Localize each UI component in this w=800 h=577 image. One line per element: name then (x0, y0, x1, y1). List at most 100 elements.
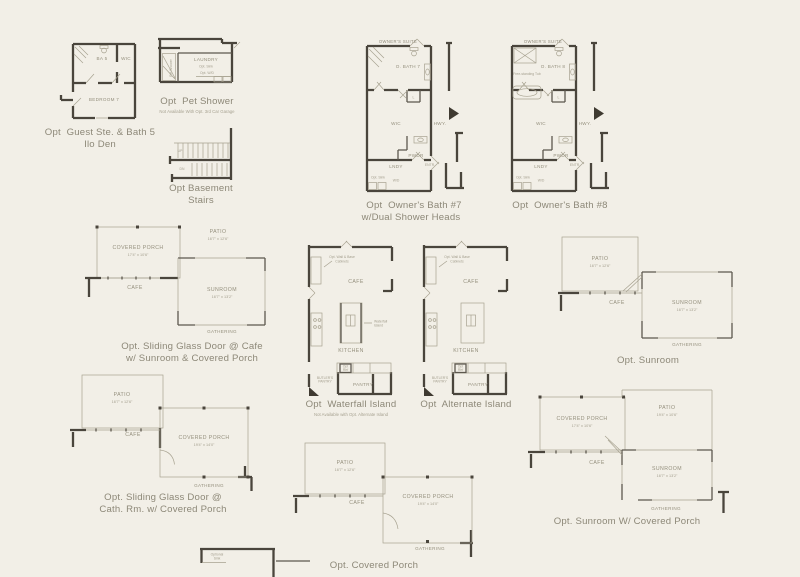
covered-porch-dims: 17'4" x 10'6" (572, 424, 593, 428)
cooktop-burner (428, 325, 432, 329)
room-label-gathering: GATHERING (207, 329, 237, 334)
opt-sink-label: Opt. Sink (371, 176, 385, 180)
room-label-ba5: BA 5 (97, 56, 108, 61)
alternate-walls (422, 245, 509, 396)
pet-walls (158, 37, 237, 84)
tub-label: Free-standing Tub (513, 72, 541, 76)
room-label-bedroom7: BEDROOM 7 (89, 97, 119, 102)
sunroom-dims: 16'7" x 13'2" (677, 308, 698, 312)
porch-post (470, 475, 474, 479)
sliding-door-ticks (589, 291, 636, 295)
patio-dims: 16'7" x 12'6" (590, 264, 611, 268)
plan-owners-bath-8: OWNER'S SUITE O. BATH 8 Free-standing Tu… (510, 38, 609, 211)
plan-guest-suite: BA 5 WIC BEDROOM 7 Opt Guest Ste. & Bath… (45, 42, 155, 150)
room-label-laundry: LAUNDRY (194, 57, 218, 62)
room-label-sunroom: SUNROOM (672, 300, 702, 306)
pet-note: Not Available With Opt. 3rd Car Garage (159, 109, 235, 114)
room-label-gathering: GATHERING (672, 342, 702, 347)
room-label-wic: WIC (121, 56, 131, 61)
cafe-walls (85, 276, 178, 297)
room-label-pantry: PANTRY (468, 382, 488, 387)
dryer-icon (377, 182, 387, 190)
butlers-label-2: PANTRY (433, 380, 447, 384)
sunroom-windows (177, 257, 266, 326)
guest-caption-2: Ilo Den (84, 139, 116, 150)
tub-basin (516, 88, 538, 97)
patio-dims: 19'4" x 10'6" (657, 413, 678, 417)
porch-post (202, 406, 206, 410)
room-label-entr: ENTR. (570, 163, 580, 167)
room-label-gathering: GATHERING (194, 483, 224, 488)
stairs-caption-2: Stairs (188, 195, 214, 206)
room-label-kitchen: KITCHEN (338, 348, 364, 354)
stairs-caption-1: Opt Basement (169, 183, 233, 194)
sliding-door-ticks (95, 428, 142, 432)
alternate-leaders (423, 240, 468, 300)
room-label-sunroom: SUNROOM (652, 466, 682, 472)
room-label-wic: WIC (536, 121, 546, 126)
plan-sunroom-covered-porch: COVERED PORCH 17'4" x 10'6" PATIO 19'4" … (528, 389, 729, 527)
opt-sink-label: Opt. Sink (199, 65, 213, 69)
room-label-patio: PATIO (210, 229, 227, 235)
guest-caption-1: Opt Guest Ste. & Bath 5 (45, 127, 155, 138)
toilet-icon (101, 47, 107, 54)
counter-dividers (352, 363, 371, 373)
cooktop-burner (432, 318, 437, 322)
vanity-counter (569, 63, 576, 81)
room-label-covered-porch: COVERED PORCH (178, 435, 229, 441)
alternate-wedge (424, 387, 434, 396)
plan-sliding-door-cath: PATIO 16'7" x 12'6" CAFE COVERED PORCH 1… (70, 374, 253, 515)
sunroom-porch-caption: Opt. Sunroom W/ Covered Porch (554, 516, 701, 527)
room-label-covered-porch: COVERED PORCH (112, 245, 163, 251)
room-label-pwdr: PWDR (553, 153, 569, 158)
stairs-up-label: UP (178, 149, 183, 153)
pet-shower-stall (162, 53, 176, 81)
room-label-cafe: CAFE (127, 285, 143, 291)
cabinets-note-2: Cabinets (335, 260, 349, 264)
cabinets-lower (310, 312, 323, 347)
cooktop-burner (432, 325, 437, 329)
room-label-sunroom: SUNROOM (207, 287, 237, 293)
linen-label: L (558, 96, 560, 100)
patio-dims: 16'7" x 12'6" (335, 468, 356, 472)
sunroom-box-walls (621, 449, 713, 501)
room-label-patio: PATIO (592, 256, 609, 262)
shower-icon (513, 47, 537, 64)
ref-label-1: Opt (343, 365, 349, 369)
toilet-tank (409, 47, 419, 51)
room-label-gathering: GATHERING (651, 506, 681, 511)
sliding-door-ticks (107, 276, 151, 280)
sp-walls (528, 450, 729, 513)
covered-porch-outline (382, 476, 473, 544)
room-label-cafe: CAFE (589, 460, 605, 466)
room-label-pantry: PANTRY (353, 382, 373, 387)
ref-label-2: Ref (343, 368, 348, 372)
dryer-icon (522, 182, 532, 190)
wd-label: W/D (538, 179, 545, 183)
cooktop-burner (317, 325, 322, 329)
bath7-walls-inner (397, 90, 421, 160)
sunroom-box-windows (604, 435, 713, 501)
vanity-counter (424, 63, 431, 81)
ref-box (454, 363, 467, 374)
room-label-cafe: CAFE (609, 300, 625, 306)
porch-post (538, 395, 542, 399)
bath7-caption-2: w/Dual Shower Heads (361, 212, 461, 223)
porch-post (246, 475, 250, 479)
pet-caption: Opt Pet Shower (160, 96, 234, 107)
room-label-covered-porch: COVERED PORCH (402, 494, 453, 500)
tub-icon (512, 85, 542, 100)
porch-post (178, 225, 181, 229)
covered-porch-dims: 17'4" x 10'6" (128, 253, 149, 257)
toilet-icon (556, 50, 562, 57)
room-label-cafe: CAFE (125, 432, 141, 438)
covered-porch-dims: 19'4" x 14'0" (194, 443, 215, 447)
patio-outline (621, 389, 713, 450)
porch-post (381, 475, 385, 479)
bath8-wedge (594, 107, 604, 120)
room-label-patio: PATIO (337, 460, 354, 466)
porch-post (158, 406, 162, 410)
ref-box (339, 363, 352, 374)
room-label-pwdr: PWDR (408, 153, 424, 158)
